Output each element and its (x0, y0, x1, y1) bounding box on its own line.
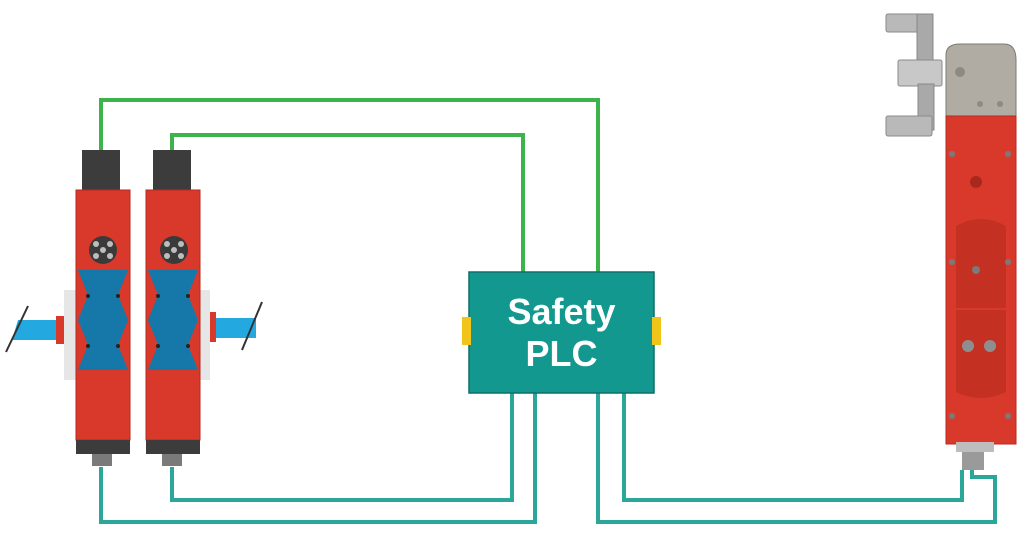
green-wire-inner (170, 133, 525, 272)
teal-wires (99, 393, 997, 524)
safety-switch-2 (145, 150, 201, 466)
teal-wire-right-inner (622, 393, 964, 502)
safety-plc (462, 271, 661, 394)
teal-wire-right-outer (596, 393, 997, 524)
safety-switch-1 (75, 150, 131, 466)
interlock-switch (885, 13, 1017, 470)
actuator-left (5, 290, 78, 380)
actuator-right (196, 290, 263, 380)
teal-wire-left-inner (170, 393, 514, 502)
teal-wire-left-outer (99, 393, 537, 524)
